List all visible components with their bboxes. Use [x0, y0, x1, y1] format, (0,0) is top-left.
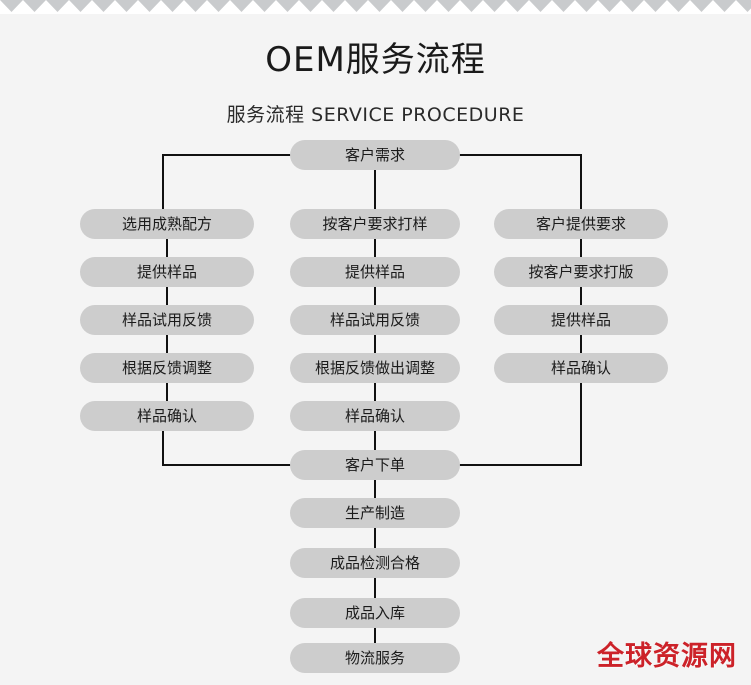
node-right-2[interactable]: 按客户要求打版	[494, 257, 668, 287]
node-center-2[interactable]: 提供样品	[290, 257, 460, 287]
node-center-5[interactable]: 样品确认	[290, 401, 460, 431]
node-center-4[interactable]: 根据反馈做出调整	[290, 353, 460, 383]
node-center-1[interactable]: 按客户要求打样	[290, 209, 460, 239]
node-center-3[interactable]: 样品试用反馈	[290, 305, 460, 335]
node-right-4[interactable]: 样品确认	[494, 353, 668, 383]
page-subtitle: 服务流程 SERVICE PROCEDURE	[226, 104, 525, 126]
node-left-3[interactable]: 样品试用反馈	[80, 305, 254, 335]
page-title: OEM服务流程	[265, 40, 486, 80]
node-tail-2[interactable]: 成品检测合格	[290, 548, 460, 578]
scalloped-top-border-icon	[0, 0, 751, 14]
watermark: 全球资源网	[597, 641, 737, 672]
node-left-2[interactable]: 提供样品	[80, 257, 254, 287]
node-right-1[interactable]: 客户提供要求	[494, 209, 668, 239]
node-tail-3[interactable]: 成品入库	[290, 598, 460, 628]
node-right-3[interactable]: 提供样品	[494, 305, 668, 335]
node-tail-1[interactable]: 生产制造	[290, 498, 460, 528]
node-left-5[interactable]: 样品确认	[80, 401, 254, 431]
node-left-4[interactable]: 根据反馈调整	[80, 353, 254, 383]
node-merge-customer-order[interactable]: 客户下单	[290, 450, 460, 480]
node-tail-4[interactable]: 物流服务	[290, 643, 460, 673]
node-left-1[interactable]: 选用成熟配方	[80, 209, 254, 239]
node-start-customer-requirement[interactable]: 客户需求	[290, 140, 460, 170]
